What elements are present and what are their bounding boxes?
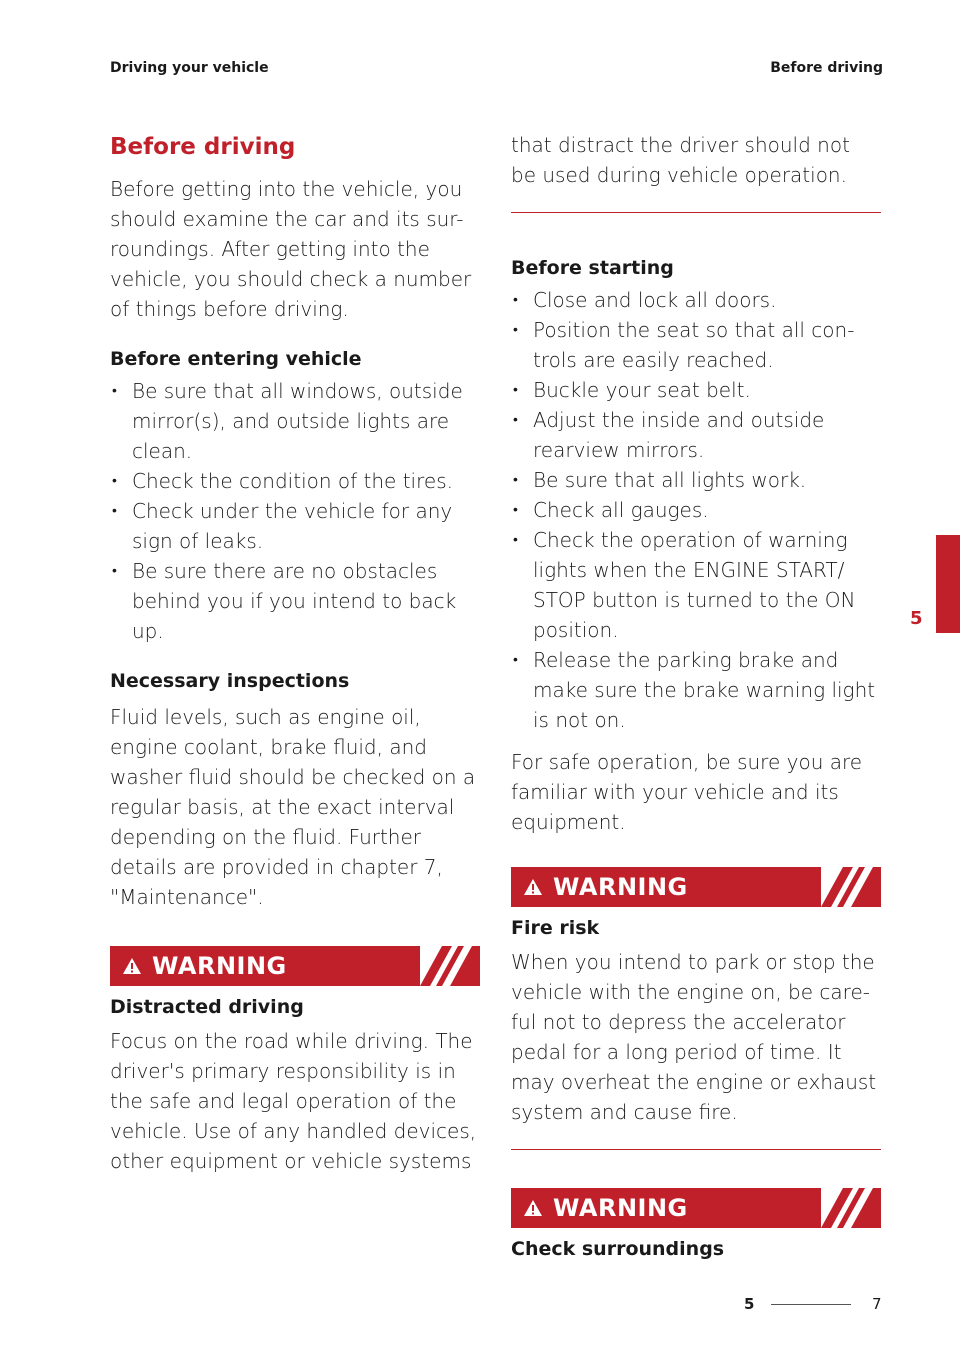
- section-title: Before driving: [110, 134, 296, 160]
- warning-heading: Check surroundings: [511, 1238, 725, 1260]
- divider: [511, 1149, 881, 1150]
- warning-heading: Distracted driving: [110, 996, 304, 1018]
- header-chapter: Driving your vehicle: [110, 60, 269, 76]
- warning-triangle-icon: [524, 1200, 542, 1216]
- entering-list: •Be sure that all windows, outside mirro…: [110, 376, 480, 646]
- warning-label: WARNING: [152, 952, 287, 980]
- warning-body: When you intend to park or stop the vehi…: [511, 950, 877, 1124]
- list-item: •Adjust the inside and outside rearview …: [513, 408, 825, 462]
- stripes-decoration: [821, 867, 881, 907]
- chapter-tab-number: 5: [910, 608, 923, 629]
- footer-divider: [771, 1304, 851, 1305]
- chapter-tab: [936, 535, 960, 633]
- starting-heading: Before starting: [511, 257, 674, 279]
- list-item: •Check the operation of warning lights w…: [513, 528, 856, 642]
- stripes-decoration: [420, 946, 480, 986]
- list-item: •Check under the vehicle for any sign of…: [112, 499, 453, 553]
- list-item: •Release the parking brake and make sure…: [513, 648, 876, 732]
- footer-page-number: 7: [872, 1295, 882, 1313]
- continuation-paragraph: that distract the driver should not be u…: [511, 133, 850, 187]
- list-item: •Position the seat so that all con- trol…: [513, 318, 855, 372]
- warning-triangle-icon: [123, 958, 141, 974]
- list-item: •Check the condition of the tires.: [112, 469, 453, 493]
- list-item: •Check all gauges.: [513, 498, 709, 522]
- list-item: •Be sure there are no obstacles behind y…: [112, 559, 457, 643]
- list-item: •Close and lock all doors.: [513, 288, 777, 312]
- entering-heading: Before entering vehicle: [110, 348, 362, 370]
- warning-banner: WARNING: [511, 867, 881, 907]
- left-column: Before driving Before getting into the v…: [110, 130, 480, 1176]
- warning-triangle-icon: [524, 879, 542, 895]
- inspections-heading: Necessary inspections: [110, 670, 350, 692]
- list-item: •Be sure that all lights work.: [513, 468, 807, 492]
- right-column: that distract the driver should not be u…: [511, 130, 881, 1264]
- warning-banner: WARNING: [110, 946, 480, 986]
- divider: [511, 212, 881, 213]
- warning-label: WARNING: [553, 1194, 688, 1222]
- warning-label: WARNING: [553, 873, 688, 901]
- starting-list: •Close and lock all doors. •Position the…: [511, 285, 881, 735]
- list-item: •Be sure that all windows, outside mirro…: [112, 379, 463, 463]
- intro-paragraph: Before getting into the vehicle, you sho…: [110, 177, 472, 321]
- header-section: Before driving: [770, 60, 883, 76]
- safe-operation-paragraph: For safe operation, be sure you are fami…: [511, 750, 863, 834]
- list-item: •Buckle your seat belt.: [513, 378, 751, 402]
- stripes-decoration: [821, 1188, 881, 1228]
- footer-chapter-number: 5: [744, 1295, 755, 1313]
- warning-heading: Fire risk: [511, 917, 600, 939]
- inspections-paragraph: Fluid levels, such as engine oil, engine…: [110, 705, 476, 909]
- warning-body: Focus on the road while driving. The dri…: [110, 1029, 477, 1173]
- warning-banner: WARNING: [511, 1188, 881, 1228]
